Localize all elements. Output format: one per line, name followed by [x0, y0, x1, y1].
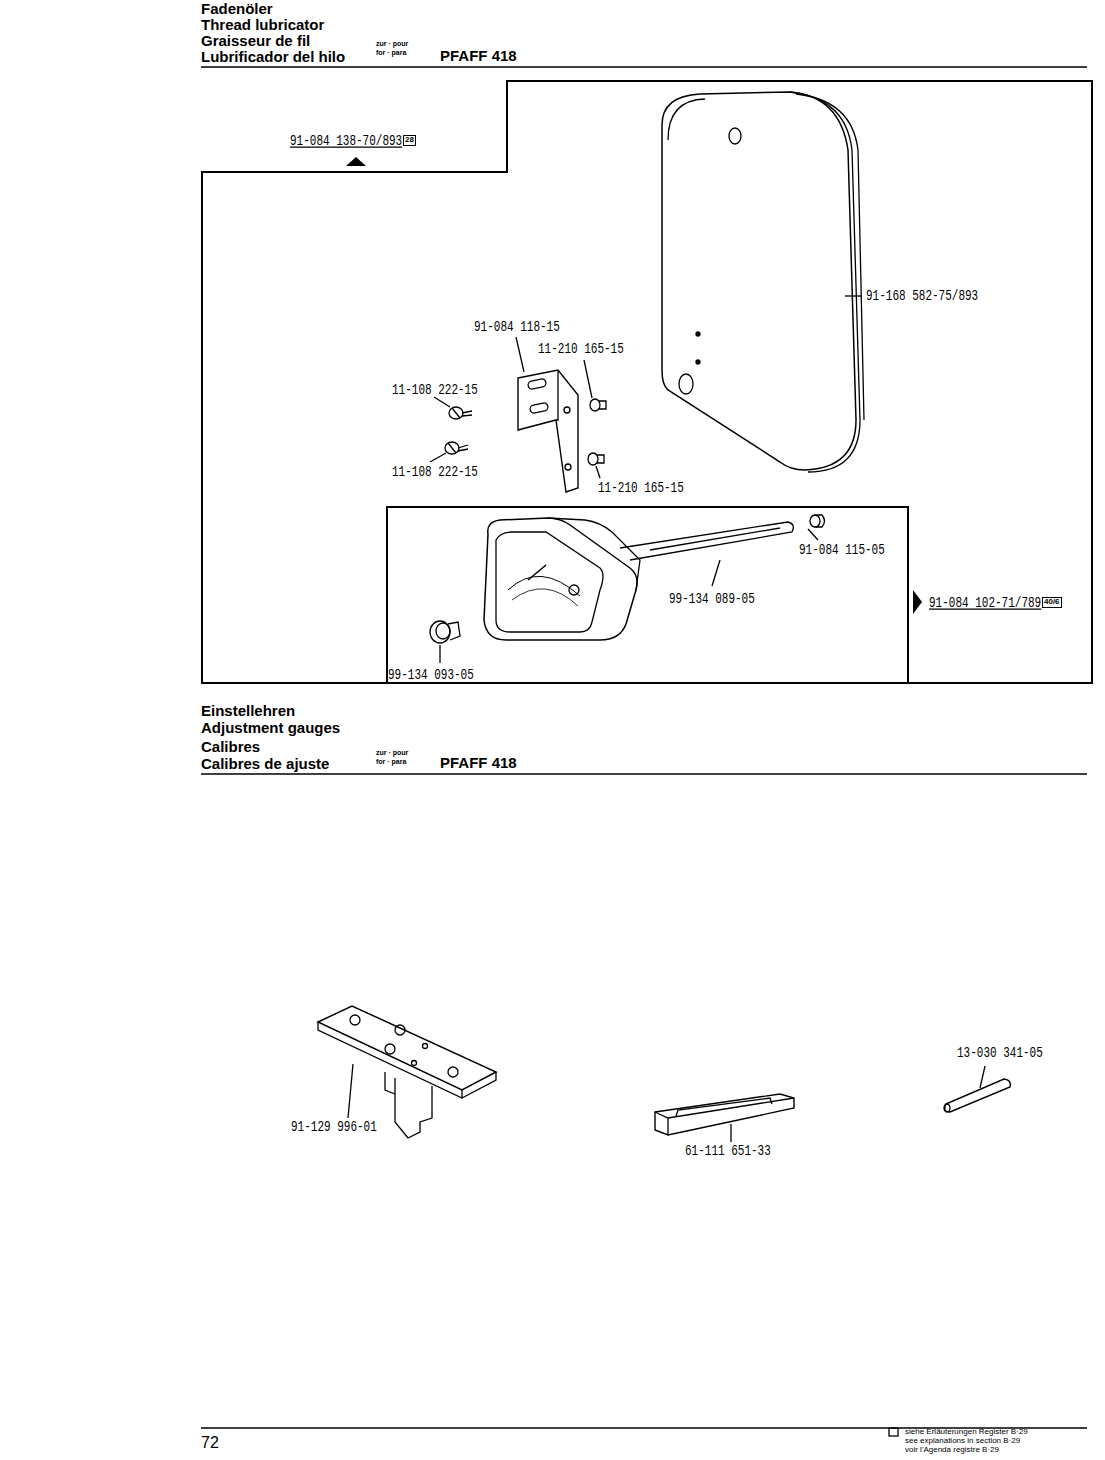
section-heading: Graisseur de fil: [201, 33, 310, 50]
language-note: for · para: [376, 49, 406, 57]
part-number: 11-210 165-15: [598, 481, 684, 496]
section-heading: PFAFF 418: [440, 48, 517, 65]
register-reference: 28: [403, 135, 416, 146]
part-number: 91-129 996-01: [291, 1120, 377, 1135]
part-number: 61-111 651-33: [685, 1144, 771, 1159]
footnote: see explanations in section B·29: [905, 1437, 1020, 1446]
section-heading: Fadenöler: [201, 1, 273, 18]
section-heading: Lubrificador del hilo: [201, 49, 345, 66]
part-number: 11-108 222-15: [392, 383, 478, 398]
footnote: voir l'Agenda registre B·29: [905, 1446, 999, 1455]
language-note: for · para: [376, 758, 406, 766]
section-heading: Thread lubricator: [201, 17, 324, 34]
part-number: 91-084 102-71/789: [929, 596, 1041, 611]
part-number: 99-134 089-05: [669, 592, 755, 607]
footnote: siehe Erläuterungen Register B·29: [905, 1428, 1028, 1437]
page-number: 72: [201, 1434, 219, 1452]
part-number: 11-210 165-15: [538, 342, 624, 357]
part-number: 91-084 138-70/893: [290, 134, 402, 149]
part-number: 99-134 093-05: [388, 668, 474, 683]
part-number: 91-084 118-15: [474, 320, 560, 335]
part-number: 91-084 115-05: [799, 543, 885, 558]
language-note: zur · pour: [376, 749, 408, 757]
section-heading: Calibres de ajuste: [201, 756, 329, 773]
part-number: 13-030 341-05: [957, 1046, 1043, 1061]
language-note: zur · pour: [376, 40, 408, 48]
register-reference: 40/6: [1042, 597, 1062, 608]
part-number: 91-168 582-75/893: [866, 289, 978, 304]
section-heading: Adjustment gauges: [201, 720, 340, 737]
section-heading: Einstellehren: [201, 703, 295, 720]
assembly-frame: 91-168 582-75/893 91-084 118-15 11-210 165…: [201, 80, 1093, 684]
part-number: 11-108 222-15: [392, 465, 478, 480]
gauge-subassembly-box: 91-084 115-05 99-134 089-05 99-134 093-05: [386, 506, 909, 684]
frame-outline: [201, 80, 1093, 684]
section-heading: Calibres: [201, 739, 260, 756]
section-heading: PFAFF 418: [440, 755, 517, 772]
